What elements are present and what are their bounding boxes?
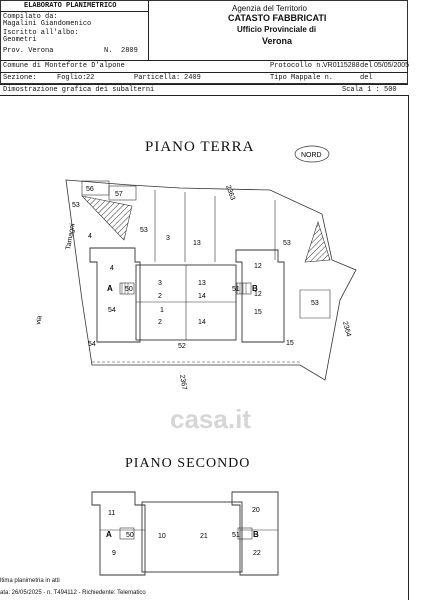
city-name: Verona: [262, 36, 293, 46]
page-right-border: [408, 95, 409, 600]
unit-label: 22: [253, 550, 261, 557]
ramp-hatch-left: [81, 195, 133, 241]
second-floor-plan: 11 20 10 21 9 22 A 50 51 B: [91, 491, 279, 576]
compilato-label: Compilato da:: [3, 13, 58, 21]
lot-outline: [65, 179, 357, 381]
unit-label: 51: [232, 532, 240, 539]
unit-label: 12: [254, 263, 262, 270]
unit-label: 14: [198, 319, 206, 326]
building-central-second: [141, 501, 243, 573]
unit-label: 54: [88, 341, 96, 348]
unit-label: 52: [178, 343, 186, 350]
header-divider-vertical: [148, 0, 149, 60]
protocollo-value: VR0115288: [323, 62, 360, 69]
header-divider-h3: [0, 84, 408, 85]
north-arrow-icon: NORD: [294, 145, 330, 163]
unit-label: 56: [86, 186, 94, 193]
unit-label: 3: [158, 280, 162, 287]
road-2364: 2364: [341, 321, 352, 338]
building-label-a: A: [107, 284, 113, 293]
unit-label: 14: [198, 293, 206, 300]
unit-label: 53: [311, 300, 319, 307]
north-label: NORD: [301, 152, 322, 159]
road-2367: 2367: [178, 374, 188, 391]
n-label: N.: [104, 47, 113, 55]
unit-label: 50: [126, 532, 134, 539]
ramp-hatch-right: [304, 221, 331, 263]
unit-label: 54: [108, 307, 116, 314]
unit-label: 9: [112, 550, 116, 557]
header-divider-h2: [0, 72, 408, 73]
unit-label: 4: [88, 233, 92, 240]
building-b: [235, 249, 285, 343]
building-a-second: [91, 491, 146, 576]
unit-label: 53: [140, 227, 148, 234]
road-2363: 2363: [224, 184, 236, 201]
ufficio-label: Ufficio Provinciale di: [237, 25, 317, 34]
particella-label: Particella:: [134, 74, 181, 82]
second-floor-title: PIANO SECONDO: [125, 456, 251, 471]
unit-label: 2: [158, 319, 162, 326]
ground-floor-plan: NORD Tamagni via 2363 2364 2367 56 57 5: [35, 145, 357, 391]
sezione-label: Sezione:: [3, 74, 37, 82]
unit-labels: 56 57 53 53 3 13 53 4 4 54 12 3 13 2 14 …: [72, 186, 319, 350]
building-label-b: B: [253, 530, 259, 539]
unit-label: 4: [110, 265, 114, 272]
n-value: 2809: [121, 47, 138, 55]
iscritto-label: Iscritto all'albo:: [3, 29, 79, 37]
street-via: via: [35, 315, 43, 325]
particella-value: 2409: [184, 74, 201, 82]
unit-label: 51: [232, 286, 240, 293]
header-divider-h1: [0, 60, 408, 61]
stair-a: [119, 282, 135, 295]
unit-label: 11: [108, 510, 115, 517]
unit-label: 13: [193, 240, 201, 247]
prov-label: Prov. Verona: [3, 47, 54, 55]
building-label-b: B: [252, 284, 258, 293]
ground-floor-title: PIANO TERRA: [145, 139, 255, 155]
unit-label: 50: [125, 286, 133, 293]
stair-b: [236, 282, 252, 295]
building-label-a: A: [106, 530, 112, 539]
foglio-label: Foglio:: [57, 74, 87, 82]
street-tamagni: Tamagni: [65, 223, 77, 251]
scala: Scala 1 : 500: [342, 86, 397, 94]
foglio-value: 22: [86, 74, 95, 82]
unit-label: 2: [158, 293, 162, 300]
elaborato-underline: [0, 11, 148, 12]
unit-label: 20: [252, 507, 260, 514]
building-a: [89, 247, 141, 343]
header-box: [0, 0, 408, 84]
unit-label: 53: [72, 202, 80, 209]
footer-line-2: ata: 26/05/2025 - n. T494112 - Richieden…: [0, 590, 146, 596]
tipo-mappale-label: Tipo Mappale n.: [270, 74, 334, 82]
del2-label: del: [360, 74, 373, 82]
unit-label: 1: [160, 307, 164, 314]
del-value: 05/05/2005: [374, 62, 410, 69]
unit-label: 10: [158, 533, 166, 540]
iscritto-value: Geometri: [3, 36, 37, 44]
footer-line-1: ltima planimetria in atti: [0, 578, 60, 584]
elaborato-title: ELABORATO PLANIMETRICO: [24, 2, 117, 10]
header-divider-h4: [0, 95, 408, 96]
catasto-title: CATASTO FABBRICATI: [228, 13, 327, 23]
unit-label: 13: [198, 280, 206, 287]
del-label: del: [360, 62, 373, 70]
watermark-logo: casa.it: [170, 404, 251, 434]
unit-label: 57: [115, 191, 123, 198]
unit-label: 21: [200, 533, 208, 540]
comune: Comune di Monteforte D'alpone: [3, 62, 125, 70]
unit-label: 15: [286, 340, 294, 347]
building-b-second: [231, 491, 279, 576]
unit-label: 12: [254, 291, 262, 298]
compilato-name: Magalini Giandomenico: [3, 20, 92, 28]
dimostrazione: Dimostrazione grafica dei subalterni: [3, 86, 155, 94]
unit-label: 53: [283, 240, 291, 247]
stair-a-second: [119, 527, 135, 540]
unit-label: 15: [254, 309, 262, 316]
stair-b-second: [237, 527, 253, 540]
unit-label: 3: [166, 235, 170, 242]
protocollo-label: Protocollo n.: [270, 62, 325, 70]
agency-name: Agenzia del Territorio: [232, 4, 308, 13]
